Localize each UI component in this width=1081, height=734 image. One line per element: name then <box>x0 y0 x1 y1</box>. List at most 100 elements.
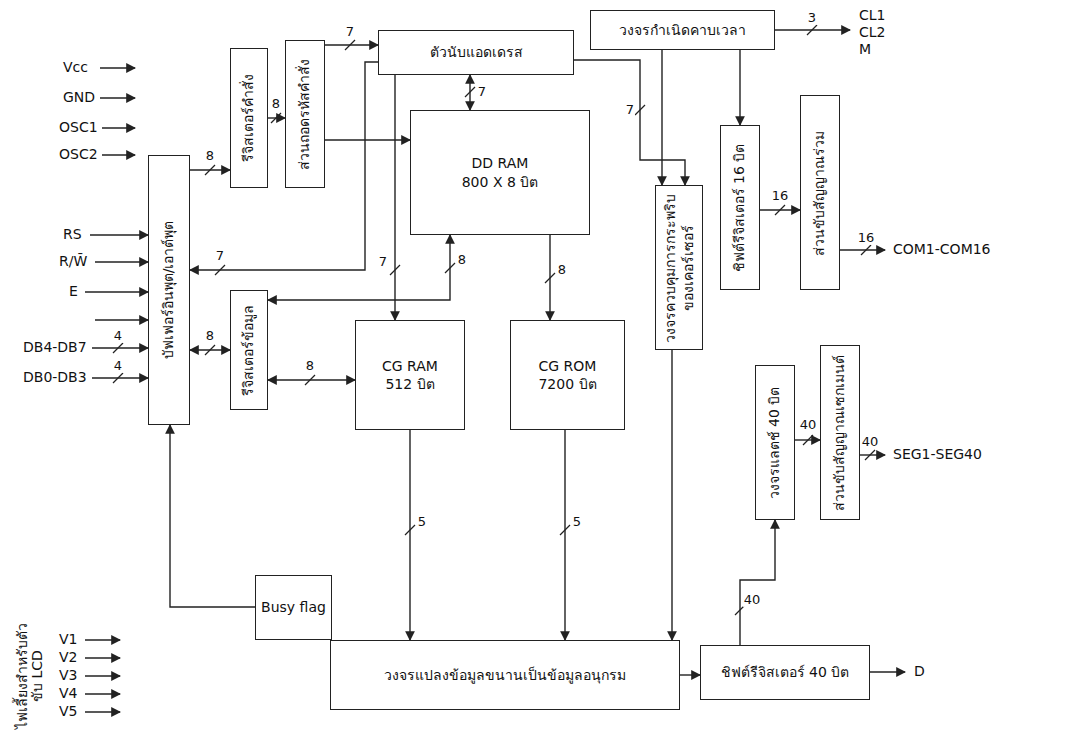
bus-width: 8 <box>557 263 567 277</box>
signal-name: D <box>913 664 926 679</box>
pin-name: OSC2 <box>58 147 99 162</box>
signal-name: CL2 <box>858 25 886 40</box>
instruction-register: รีจิสเตอร์คำสั่ง <box>230 48 268 188</box>
box-text: 800 X 8 บิต <box>462 173 539 191</box>
signal-name: CL1 <box>858 8 886 23</box>
parallel-serial-converter: วงจรแปลงข้อมูลขนานเป็นข้อมูลอนุกรม <box>330 640 680 710</box>
data-register: รีจิสเตอร์ข้อมูล <box>230 290 268 410</box>
bus-width: 4 <box>113 359 123 373</box>
bus-width: 16 <box>857 231 876 245</box>
pin-name: OSC1 <box>58 120 99 135</box>
note: ไฟเลี้ยงสำหรับตัวขับ LCD <box>15 620 46 732</box>
signal-name: COM1-COM16 <box>892 242 992 257</box>
box-text: DD RAM <box>472 154 529 172</box>
instruction-decoder: ส่วนถอดรหัสคำสั่ง <box>285 40 325 188</box>
cg-ram: CG RAM512 บิต <box>355 320 465 430</box>
box-text: ส่วนขับสัญญาณเซกเมนต์ <box>831 351 849 514</box>
bus-connector <box>325 139 410 140</box>
pin-name: V4 <box>58 686 78 701</box>
bus-width: 8 <box>271 97 281 111</box>
bus-width: 7 <box>345 25 355 39</box>
bus-connector <box>190 62 378 270</box>
bus-connector <box>661 50 662 185</box>
bus-tick <box>390 265 400 275</box>
box-text: วงจรควบคุมการกระพริบของเคอร์เซอร์ <box>662 191 697 344</box>
bus-width: 4 <box>113 329 123 343</box>
bus-connector <box>574 60 685 185</box>
bus-width: 8 <box>205 149 215 163</box>
shift-register: ชิฟต์รีจิสเตอร์ 40 บิต <box>700 645 870 700</box>
box-text: รีจิสเตอร์คำสั่ง <box>240 54 258 182</box>
bus-tick <box>215 265 225 275</box>
bus-tick <box>345 40 355 50</box>
bus-width: 40 <box>861 435 880 449</box>
dd-ram: DD RAM800 X 8 บิต <box>410 110 590 235</box>
bus-connector <box>564 430 565 640</box>
bus-width: 7 <box>215 249 225 263</box>
box-text: ส่วนถอดรหัสคำสั่ง <box>296 46 314 182</box>
box-text: ส่วนขับสัญญาณร่วม <box>811 101 829 284</box>
box-text: บัฟเฟอร์อินพุต/เอาต์พุต <box>160 161 178 419</box>
bus-connector <box>268 379 355 380</box>
pin-name: DB4-DB7 <box>22 340 88 355</box>
bus-connector <box>739 50 740 125</box>
busy-flag: Busy flag <box>255 575 332 640</box>
io-buffer: บัฟเฟอร์อินพุต/เอาต์พุต <box>148 155 190 425</box>
bus-width: 5 <box>417 515 427 529</box>
cursor-blink-control: วงจรควบคุมการกระพริบของเคอร์เซอร์ <box>655 185 703 350</box>
pin-name: V1 <box>58 632 78 647</box>
bus-tick <box>271 113 281 123</box>
bus-width: 16 <box>771 189 790 203</box>
box-text: วงจรกำเนิดคาบเวลา <box>619 21 746 39</box>
bus-tick <box>775 205 785 215</box>
signal-name: SEG1-SEG40 <box>892 447 983 462</box>
cg-rom: CG ROM7200 บิต <box>510 320 625 430</box>
bus-tick <box>305 375 315 385</box>
bus-connector <box>740 520 775 645</box>
bus-tick <box>803 435 813 445</box>
box-text: 512 บิต <box>385 375 434 393</box>
bus-connector <box>325 44 378 45</box>
bus-width: 3 <box>807 11 817 25</box>
box-text: Busy flag <box>261 598 326 616</box>
box-text: ชิฟต์รีจิสเตอร์ 40 บิต <box>721 663 850 681</box>
box-text: วงจรแปลงข้อมูลขนานเป็นข้อมูลอนุกรม <box>384 666 626 684</box>
bus-width: 5 <box>572 515 582 529</box>
bus-tick <box>560 525 570 535</box>
timing-generator: วงจรกำเนิดคาบเวลา <box>590 10 775 50</box>
pin-name: DB0-DB3 <box>22 370 88 385</box>
box-text: ตัวนับแอดเดรส <box>430 43 523 61</box>
address-counter: ตัวนับแอดเดรส <box>378 30 574 75</box>
pin-name: Vcc <box>62 60 89 75</box>
box-text: 7200 บิต <box>538 375 596 393</box>
bus-width: 40 <box>743 593 762 607</box>
bus-tick <box>545 273 555 283</box>
bus-width: 8 <box>305 359 315 373</box>
pin-name: RS <box>62 227 83 242</box>
bus-connector <box>671 350 672 640</box>
bus-tick <box>405 525 415 535</box>
pin-name: E <box>68 284 79 299</box>
bus-connector <box>170 425 255 607</box>
bus-tick <box>205 165 215 175</box>
box-text: วงจรแลตช์ 40 บิต <box>766 371 784 514</box>
box-text: รีจิสเตอร์ข้อมูล <box>240 296 258 404</box>
bus-width: 7 <box>477 85 487 99</box>
pin-name: V2 <box>58 650 78 665</box>
pin-name: V3 <box>58 668 78 683</box>
bus-tick <box>205 345 215 355</box>
bus-connector <box>268 235 450 300</box>
segment-driver: ส่วนขับสัญญาณเซกเมนต์ <box>820 345 860 520</box>
box-text: ชิฟต์รีจิสเตอร์ 16 บิต <box>731 131 749 284</box>
box-text: CG RAM <box>382 357 438 375</box>
bus-width: 8 <box>457 253 467 267</box>
pin-name: V5 <box>58 704 78 719</box>
bus-connector <box>409 430 410 640</box>
bus-tick <box>465 87 475 97</box>
pin-name: R/W̄ <box>58 254 88 269</box>
common-driver: ส่วนขับสัญญาณร่วม <box>800 95 840 290</box>
bus-tick <box>445 263 455 273</box>
latch: วงจรแลตช์ 40 บิต <box>755 365 795 520</box>
bus-width: 40 <box>799 418 818 432</box>
